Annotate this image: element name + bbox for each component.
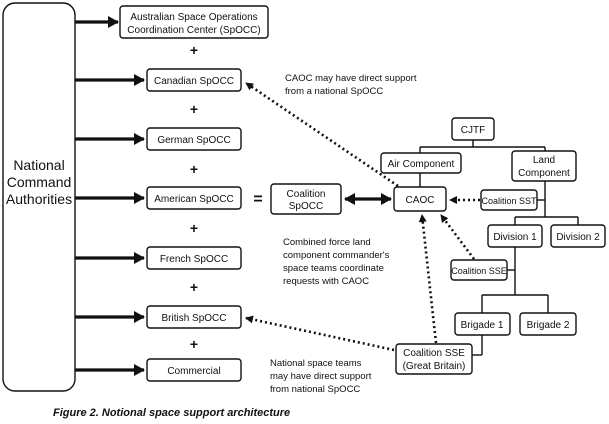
cjtf-label: CJTF [461, 125, 485, 136]
dotted-arrow-caoc-canadian [245, 81, 399, 188]
dotted-arrow-sse-caoc [439, 214, 476, 260]
land-component-line1: Land [533, 155, 555, 166]
french-spocc-box [146, 246, 242, 270]
dotted-arrow-sse-gb-caoc [418, 214, 438, 344]
brigade2-box [519, 312, 577, 336]
annotation-land-line1: Combined force land [283, 237, 371, 248]
coalition-sse-box [450, 259, 508, 281]
plus-sign: + [190, 279, 198, 295]
british-spocc-label: British SpOCC [161, 313, 226, 324]
plus-sign: + [190, 42, 198, 58]
commercial-box [146, 358, 242, 382]
brigade1-label: Brigade 1 [461, 320, 504, 331]
land-component-line2: Component [518, 168, 570, 179]
coalition-sse-gb-line1: Coalition SSE [403, 348, 465, 359]
land-component-box [511, 150, 577, 182]
coalition-sst-label: Coalition SST [481, 196, 537, 206]
air-component-box [380, 152, 462, 174]
dotted-arrow-sse-gb-british [245, 315, 395, 352]
coalition-sse-gb-box [395, 343, 473, 375]
coalition-spocc-line1: Coalition [287, 189, 326, 200]
american-spocc-label: American SpOCC [154, 194, 233, 205]
plus-sign: + [190, 220, 198, 236]
coalition-sse-gb-line2: (Great Britain) [403, 361, 466, 372]
annotation-land-line2: component commander's [283, 250, 390, 261]
nca-label-line1: National [13, 157, 64, 173]
brigade2-label: Brigade 2 [527, 320, 570, 331]
australian-spocc-box [119, 5, 269, 39]
annotation-land-line3: space teams coordinate [283, 263, 384, 274]
nca-label-line2: Command [7, 174, 72, 190]
german-spocc-label: German SpOCC [157, 135, 230, 146]
division1-label: Division 1 [493, 232, 537, 243]
annotation-land-line4: requests with CAOC [283, 276, 369, 287]
plus-sign: + [190, 101, 198, 117]
australian-spocc-line2: Coordination Center (SpOCC) [127, 25, 260, 36]
annotation-national-line2: may have direct support [270, 371, 372, 382]
caoc-label: CAOC [406, 195, 435, 206]
plus-sign: + [190, 336, 198, 352]
air-component-label: Air Component [388, 159, 455, 170]
american-spocc-box [146, 186, 242, 210]
coalition-spocc-line2: SpOCC [289, 201, 323, 212]
annotation-caoc-support-line1: CAOC may have direct support [285, 73, 417, 84]
coalition-sst-box [480, 189, 538, 211]
equals-sign: = [253, 191, 262, 208]
french-spocc-label: French SpOCC [160, 254, 228, 265]
british-spocc-box [146, 305, 242, 329]
nca-label-line3: Authorities [6, 191, 72, 207]
annotation-national-line3: from national SpOCC [270, 384, 360, 395]
canadian-spocc-label: Canadian SpOCC [154, 76, 234, 87]
division2-box [550, 224, 606, 248]
coalition-sse-label: Coalition SSE [451, 266, 507, 276]
coalition-spocc-box [270, 183, 342, 215]
figure-caption: Figure 2. Notional space support archite… [53, 407, 290, 419]
plus-sign: + [190, 161, 198, 177]
annotation-caoc-support-line2: from a national SpOCC [285, 86, 383, 97]
australian-spocc-line1: Australian Space Operations [130, 12, 257, 23]
division2-label: Division 2 [556, 232, 600, 243]
german-spocc-box [146, 127, 242, 151]
canadian-spocc-box [146, 68, 242, 92]
annotation-national-line1: National space teams [270, 358, 362, 369]
commercial-label: Commercial [167, 366, 220, 377]
